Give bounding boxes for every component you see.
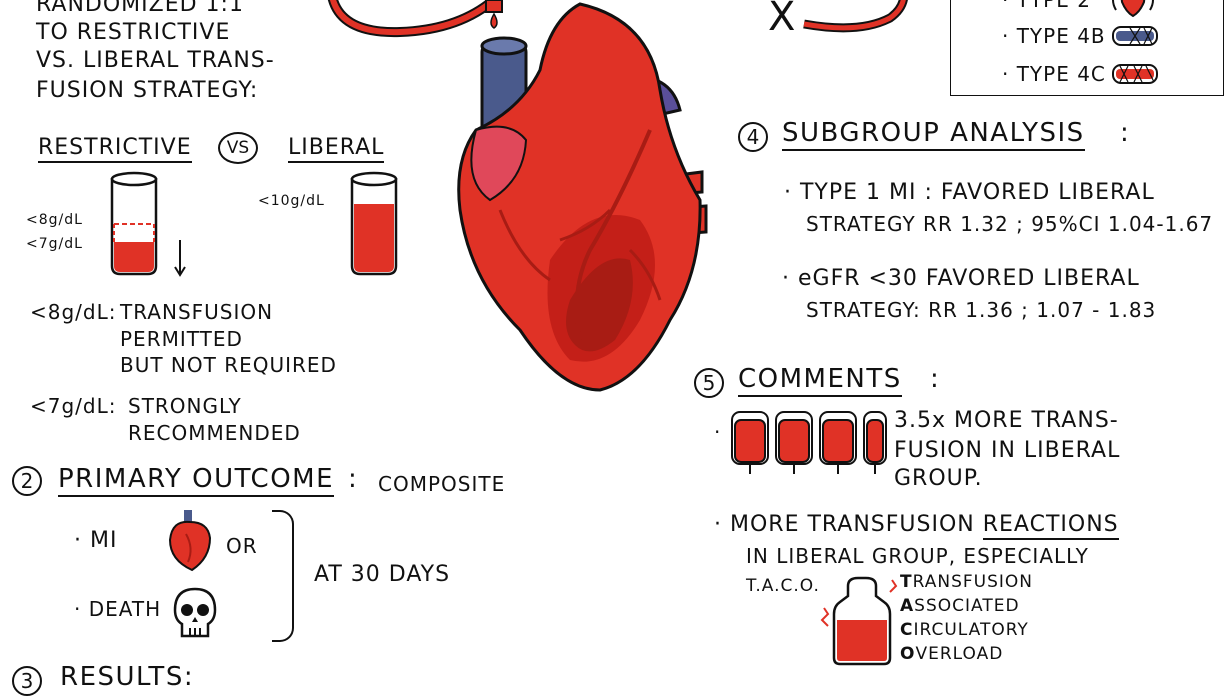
bullet-2-line-2: IN LIBERAL GROUP, ESPECIALLY (746, 544, 1089, 568)
note-8-label: <8g/dL: (30, 300, 117, 324)
section-4-number: 4 (738, 122, 768, 152)
threshold-8-label: <8g/dL (26, 212, 83, 228)
small-heart-red-icon (1112, 0, 1154, 18)
restrictive-label: RESTRICTIVE (38, 135, 192, 163)
design-line-1: RANDOMIZED 1:1 (36, 0, 244, 17)
note-8-line-3: BUT NOT REQUIRED (120, 353, 337, 377)
iv-tubing-right-icon (803, 0, 908, 33)
x-mark: X (768, 0, 796, 40)
threshold-10-label: <10g/dL (258, 193, 325, 209)
bullet-2-line-1: · MORE TRANSFUSION REACTIONS (714, 512, 1119, 540)
bullet-1-line-2: FUSION IN LIBERAL (894, 438, 1121, 463)
note-8-line-2: PERMITTED (120, 327, 243, 351)
mi-label: · MI (74, 528, 118, 553)
taco-line-3: CIRCULATORY (900, 620, 1029, 640)
taco-line-4: OVERLOAD (900, 644, 1004, 664)
taco-line-2: ASSOCIATED (900, 596, 1020, 616)
subgroup-title: SUBGROUP ANALYSIS (782, 118, 1085, 151)
note-7-line-1: STRONGLY (128, 394, 242, 418)
comments-colon: : (930, 364, 941, 394)
comments-title: COMMENTS (738, 364, 902, 397)
down-arrow-icon (174, 240, 186, 277)
reactions-word: REACTIONS (982, 512, 1119, 540)
iv-tubing-icon (327, 0, 503, 38)
or-label: OR (226, 534, 258, 558)
design-line-3: VS. LIBERAL TRANS- (36, 48, 275, 73)
restrictive-tube-icon (110, 171, 158, 276)
vs-label: VS (226, 138, 250, 158)
stent-red-icon (1112, 64, 1158, 84)
primary-outcome-title: PRIMARY OUTCOME (58, 464, 335, 497)
skull-icon (173, 587, 217, 638)
design-line-4: FUSION STRATEGY: (36, 78, 259, 103)
bullet-1-dot: · (714, 420, 722, 444)
subgroup-2-line-2: STRATEGY: RR 1.36 ; 1.07 - 1.83 (806, 298, 1157, 322)
subgroup-1-line-2: STRATEGY RR 1.32 ; 95%CI 1.04-1.67 (806, 212, 1214, 236)
liberal-label: LIBERAL (288, 135, 385, 163)
primary-outcome-colon: : (348, 464, 359, 494)
blood-bag-taco-icon (820, 576, 898, 666)
outcome-brace (272, 510, 294, 642)
bullet-1-line-3: GROUP. (894, 466, 983, 491)
section-2-number: 2 (12, 466, 42, 496)
mi-types-box (950, 0, 1224, 96)
subgroup-1-line-1: · TYPE 1 MI : FAVORED LIBERAL (784, 180, 1155, 205)
stent-blue-icon (1112, 26, 1158, 46)
liberal-tube-icon (350, 171, 398, 276)
taco-label: T.A.C.O. (746, 576, 820, 596)
small-heart-icon (168, 510, 212, 572)
type-2-label: · TYPE 2 (1002, 0, 1091, 12)
bullet-1-line-1: 3.5x MORE TRANS- (894, 408, 1119, 433)
subgroup-colon: : (1120, 118, 1131, 148)
blood-bags-icon (731, 411, 887, 474)
note-8-line-1: TRANSFUSION (120, 300, 274, 324)
subgroup-2-line-1: · eGFR <30 FAVORED LIBERAL (782, 266, 1140, 291)
death-label: · DEATH (74, 597, 162, 621)
section-5-number: 5 (694, 368, 724, 398)
threshold-7-label: <7g/dL (26, 236, 83, 252)
vs-circle: VS (218, 132, 258, 164)
taco-line-1: TRANSFUSION (900, 572, 1033, 592)
timing-label: AT 30 DAYS (314, 562, 451, 587)
section-3-number: 3 (12, 666, 42, 696)
type-4c-label: · TYPE 4c (1002, 62, 1106, 86)
design-line-2: TO RESTRICTIVE (36, 20, 231, 45)
type-4b-label: · TYPE 4b (1002, 24, 1106, 48)
note-7-line-2: RECOMMENDED (128, 421, 301, 445)
composite-label: COMPOSITE (378, 472, 506, 496)
results-title: RESULTS: (60, 662, 195, 692)
heart-illustration (457, 2, 708, 392)
note-7-label: <7g/dL: (30, 394, 117, 418)
